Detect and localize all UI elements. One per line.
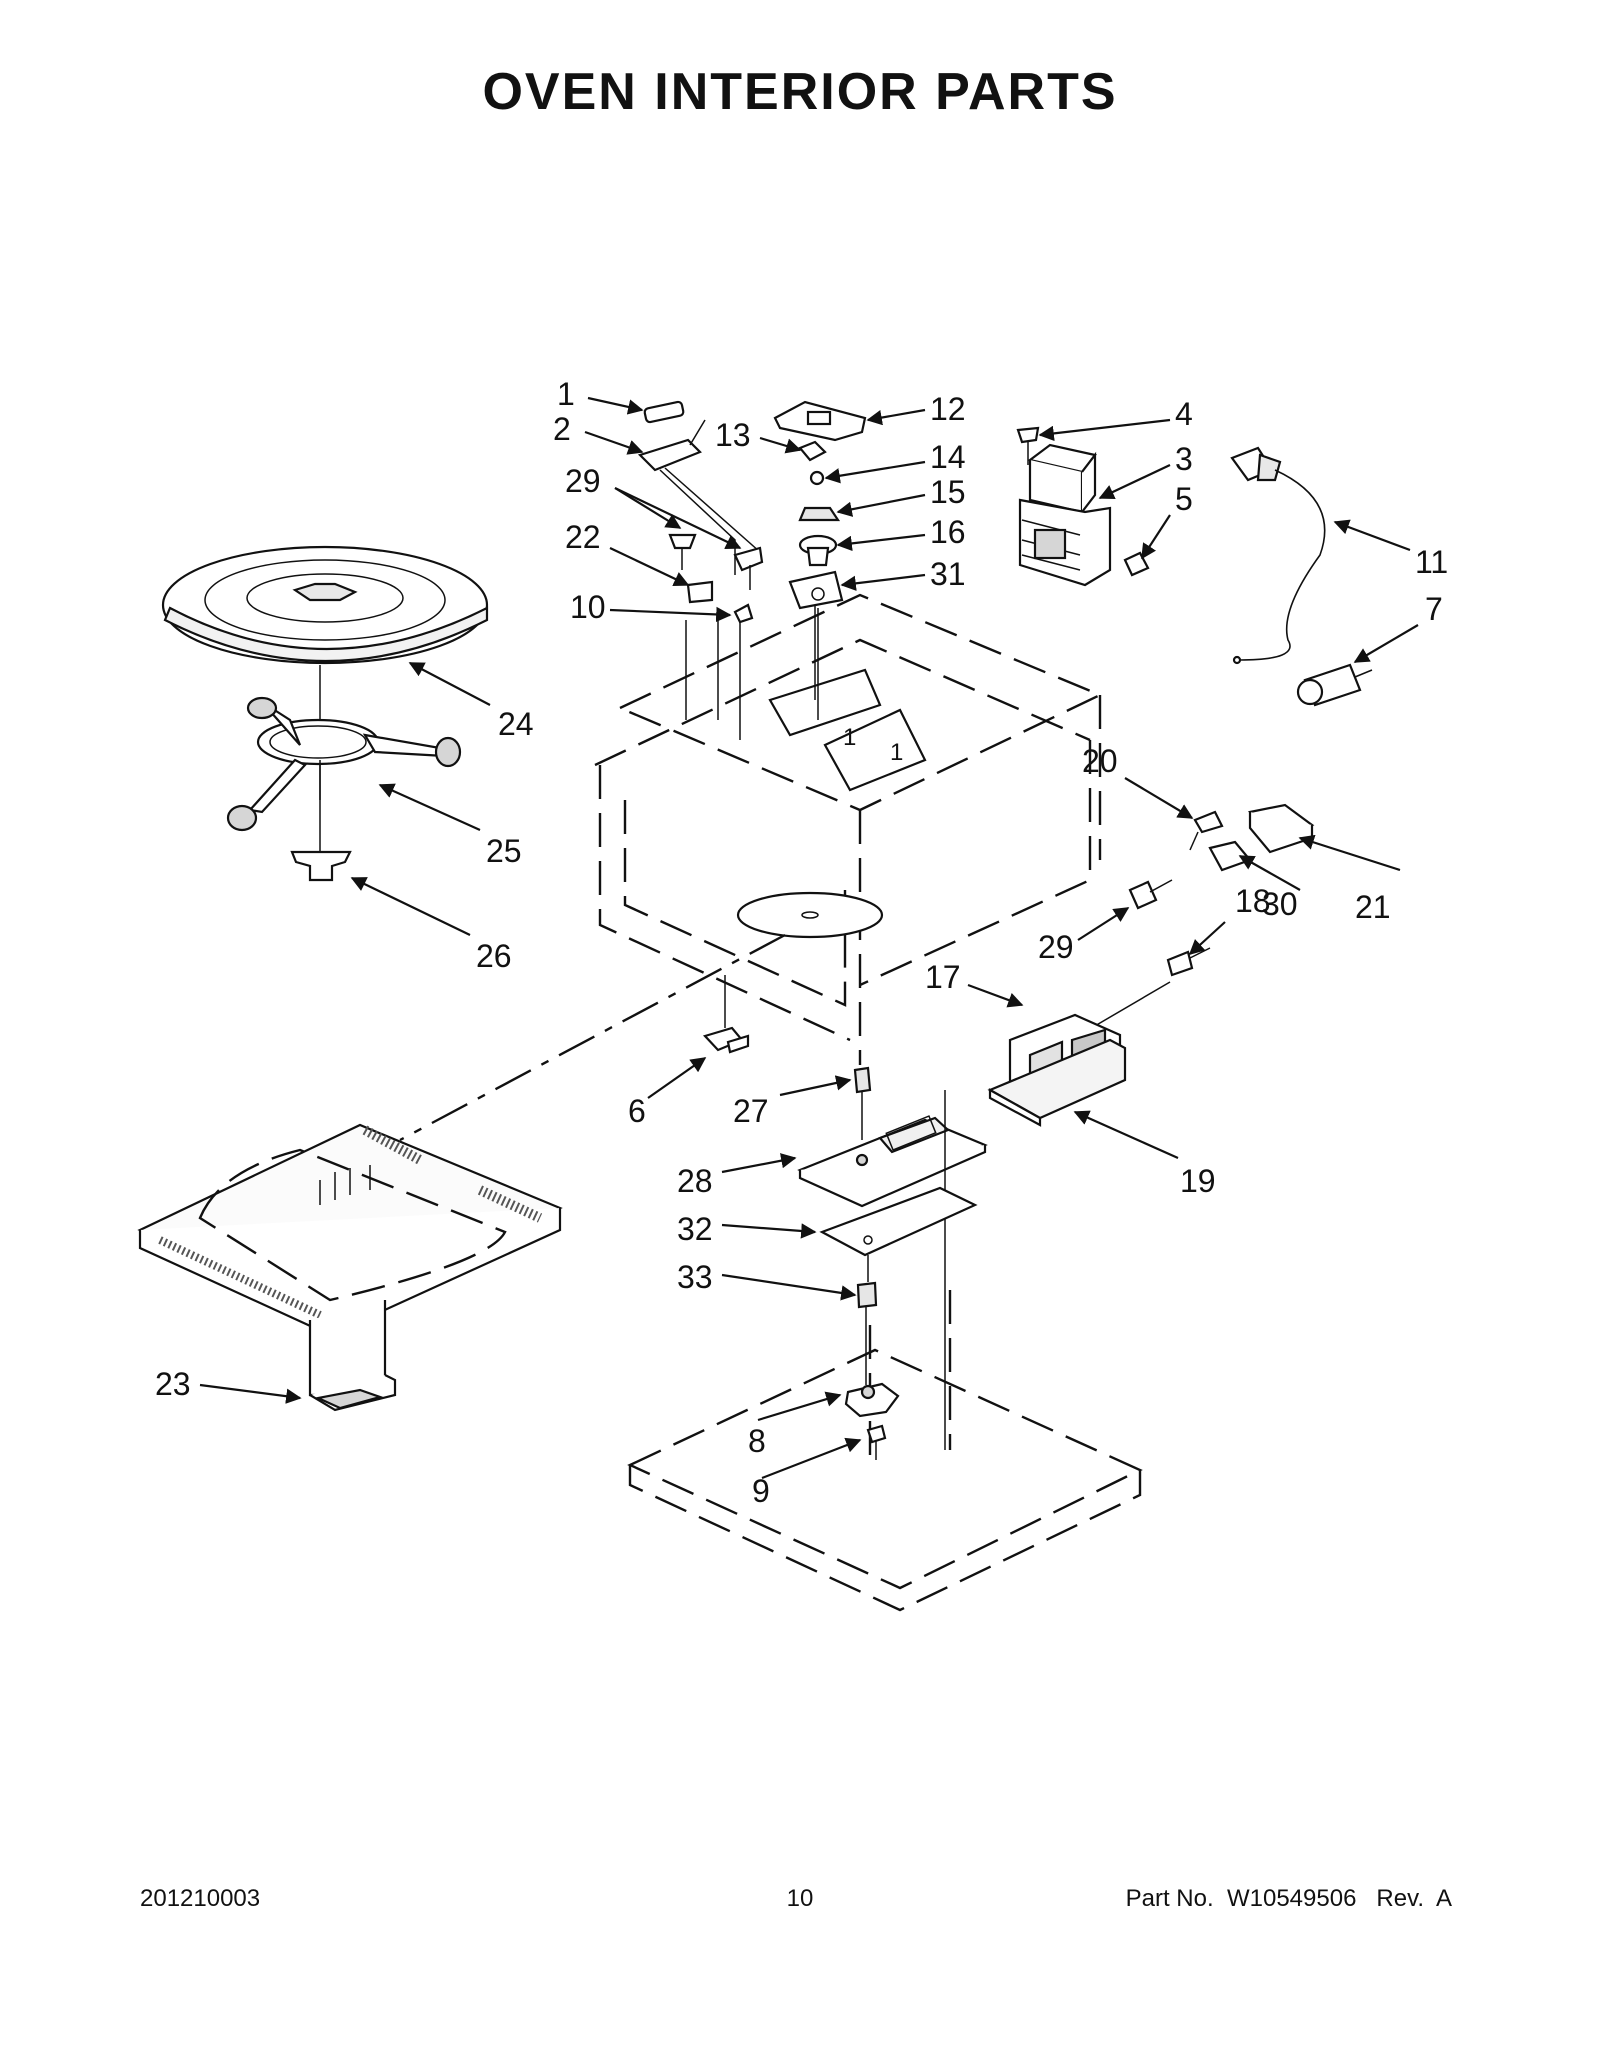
turntable-coupler-icon — [290, 760, 352, 882]
footer-page-number: 10 — [786, 1885, 814, 1912]
callout-16: 16 — [930, 514, 966, 550]
roller-ring-icon — [226, 696, 462, 832]
callout-14: 14 — [930, 439, 966, 475]
waveguide-mark: 1 — [890, 739, 903, 766]
bottom-frame-icon — [137, 1123, 563, 1412]
screw-right-icon — [1128, 879, 1173, 910]
callout-24: 24 — [498, 706, 534, 742]
callout-33: 33 — [677, 1259, 713, 1295]
oven-bottom-outline — [627, 1290, 1143, 1612]
waveguide-mark: 1 — [843, 724, 856, 751]
capacitor-icon — [1189, 803, 1315, 872]
callout-26: 26 — [476, 938, 512, 974]
turntable-tray-icon — [161, 545, 489, 800]
callout-8: 8 — [748, 1423, 766, 1459]
stirrer-assembly-icon — [773, 400, 867, 720]
callout-19: 19 — [1180, 1163, 1216, 1199]
callout-10: 10 — [570, 589, 606, 625]
callout-labels: 1 2 29 22 10 13 12 14 15 16 31 4 3 5 11 … — [155, 376, 1448, 1509]
cavity-turntable-hub — [736, 891, 884, 939]
drive-motor-assembly-icon — [797, 1066, 988, 1460]
callout-29: 29 — [565, 463, 601, 499]
callout-21: 21 — [1355, 889, 1391, 925]
callout-5: 5 — [1175, 481, 1193, 517]
power-cord-icon — [1230, 446, 1326, 665]
page-title: OVEN INTERIOR PARTS — [482, 63, 1118, 121]
callout-25: 25 — [486, 833, 522, 869]
callout-22: 22 — [565, 519, 601, 555]
callout-17: 17 — [925, 959, 961, 995]
guide-lines-top — [664, 467, 816, 740]
callout-1: 1 — [557, 376, 575, 412]
callout-29-right: 29 — [1038, 929, 1074, 965]
assembly-axis-line — [399, 933, 786, 1142]
callout-13: 13 — [715, 417, 751, 453]
callout-9: 9 — [752, 1473, 770, 1509]
callout-20: 20 — [1082, 743, 1118, 779]
callout-18: 18 — [1235, 883, 1271, 919]
callout-23: 23 — [155, 1366, 191, 1402]
callout-7: 7 — [1425, 591, 1443, 627]
oven-cavity-outline — [594, 593, 1103, 1065]
thermostat-icon — [702, 975, 750, 1054]
callout-3: 3 — [1175, 441, 1193, 477]
callout-4: 4 — [1175, 396, 1193, 432]
callout-6: 6 — [628, 1093, 646, 1129]
thermal-fuse-icon — [637, 400, 736, 575]
callout-27: 27 — [733, 1093, 769, 1129]
callout-15: 15 — [930, 474, 966, 510]
callout-11: 11 — [1415, 544, 1448, 580]
callout-32: 32 — [677, 1211, 713, 1247]
waveguide-cover: 1 1 — [768, 668, 927, 792]
callout-28: 28 — [677, 1163, 713, 1199]
callout-30: 30 — [1262, 886, 1298, 922]
leader-arrows — [199, 396, 1419, 1480]
callout-2: 2 — [553, 411, 571, 447]
magnetron-icon — [1016, 426, 1150, 587]
screw-cluster-icon — [668, 533, 764, 624]
callout-12: 12 — [930, 391, 966, 427]
high-voltage-fuse-icon — [1296, 663, 1373, 707]
footer-part-number: Part No. W10549506 Rev. A — [1125, 1885, 1452, 1912]
screw-18-icon — [1087, 947, 1211, 1031]
footer-document-number: 201210003 — [140, 1885, 261, 1912]
transformer-icon — [987, 1013, 1127, 1127]
callout-31: 31 — [930, 556, 966, 592]
